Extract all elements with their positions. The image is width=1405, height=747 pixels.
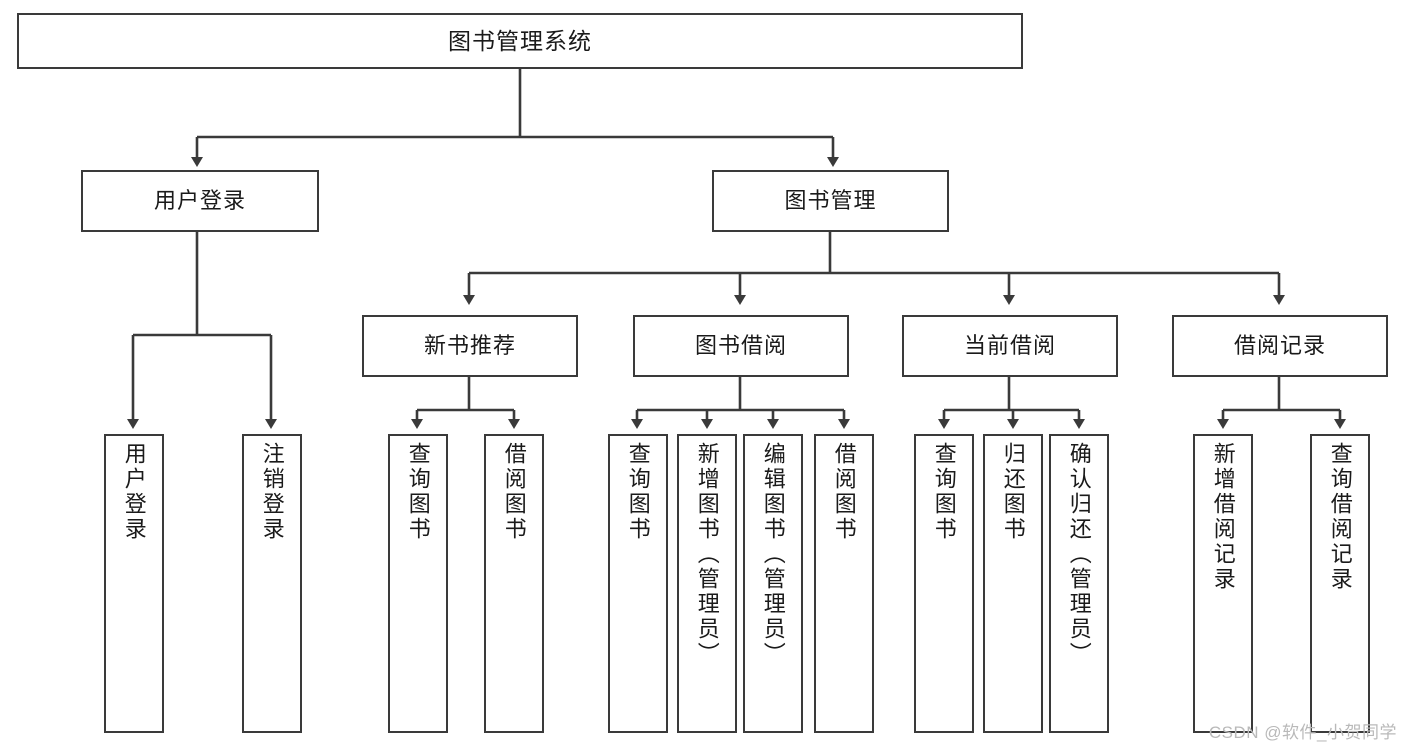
node-leaf-add-book[interactable]: 新增图书（管理员） <box>677 434 737 733</box>
node-label: 用户登录 <box>121 442 147 542</box>
node-label: 查询图书 <box>625 442 651 542</box>
node-borrow-record[interactable]: 借阅记录 <box>1172 315 1388 377</box>
node-leaf-query-record[interactable]: 查询借阅记录 <box>1310 434 1370 733</box>
csdn-watermark: CSDN @软件_小贺同学 <box>1208 723 1397 742</box>
node-leaf-confirm-return[interactable]: 确认归还（管理员） <box>1049 434 1109 733</box>
node-label: 查询借阅记录 <box>1327 442 1353 592</box>
node-current-borrow[interactable]: 当前借阅 <box>902 315 1118 377</box>
node-label: 图书管理 <box>784 188 877 214</box>
node-leaf-borrow-book-2[interactable]: 借阅图书 <box>814 434 874 733</box>
node-leaf-query-book-1[interactable]: 查询图书 <box>388 434 448 733</box>
node-label: 图书借阅 <box>694 333 787 359</box>
node-book-manage[interactable]: 图书管理 <box>712 170 949 232</box>
node-label: 查询图书 <box>405 442 431 542</box>
node-label: 注销登录 <box>259 442 285 542</box>
node-leaf-user-login[interactable]: 用户登录 <box>104 434 164 733</box>
node-leaf-add-record[interactable]: 新增借阅记录 <box>1193 434 1253 733</box>
node-leaf-query-book-3[interactable]: 查询图书 <box>914 434 974 733</box>
node-label: 借阅记录 <box>1233 333 1326 359</box>
node-leaf-logout-login[interactable]: 注销登录 <box>242 434 302 733</box>
node-label: 确认归还（管理员） <box>1066 442 1092 667</box>
node-label: 用户登录 <box>153 188 246 214</box>
node-book-borrow[interactable]: 图书借阅 <box>633 315 849 377</box>
node-leaf-edit-book[interactable]: 编辑图书（管理员） <box>743 434 803 733</box>
node-label: 借阅图书 <box>501 442 527 542</box>
node-label: 新增图书（管理员） <box>694 442 720 667</box>
node-label: 图书管理系统 <box>448 27 592 54</box>
node-label: 当前借阅 <box>963 333 1056 359</box>
node-label: 归还图书 <box>1000 442 1026 542</box>
node-leaf-return-book[interactable]: 归还图书 <box>983 434 1043 733</box>
node-label: 编辑图书（管理员） <box>760 442 786 667</box>
node-new-book-recommend[interactable]: 新书推荐 <box>362 315 578 377</box>
node-user-login[interactable]: 用户登录 <box>81 170 319 232</box>
node-label: 新书推荐 <box>423 333 516 359</box>
node-leaf-borrow-book-1[interactable]: 借阅图书 <box>484 434 544 733</box>
node-label: 借阅图书 <box>831 442 857 542</box>
node-leaf-query-book-2[interactable]: 查询图书 <box>608 434 668 733</box>
node-label: 查询图书 <box>931 442 957 542</box>
node-label: 新增借阅记录 <box>1210 442 1236 592</box>
node-root-system[interactable]: 图书管理系统 <box>17 13 1023 69</box>
